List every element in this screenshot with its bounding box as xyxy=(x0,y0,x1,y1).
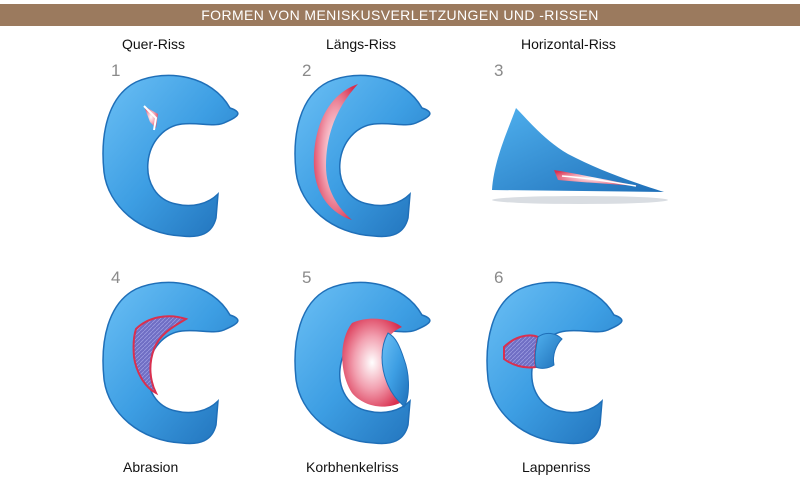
panel-2-number: 2 xyxy=(302,61,312,80)
meniscus-longitudinal-tear-figure xyxy=(294,74,431,238)
panel-6-number: 6 xyxy=(494,268,504,287)
panel-1-number: 1 xyxy=(111,61,121,80)
panel-4-label: Abrasion xyxy=(123,459,179,475)
shadow xyxy=(492,196,668,204)
tear-mark xyxy=(554,170,638,186)
torn-flap xyxy=(534,332,563,369)
panel-6-label: Lappenriss xyxy=(522,459,591,475)
panel-5-number: 5 xyxy=(302,268,312,287)
meniscus-flap-tear-figure xyxy=(486,281,623,445)
meniscus-abrasion-figure xyxy=(102,281,239,445)
tear-line xyxy=(143,105,158,131)
meniscus-bucket-handle-tear-figure xyxy=(294,281,431,445)
wedge-shape xyxy=(492,108,664,192)
panel-1-label: Quer-Riss xyxy=(122,36,186,52)
tear-line xyxy=(561,175,637,187)
panel-3-label: Horizontal-Riss xyxy=(521,36,616,52)
panel-2-label: Längs-Riss xyxy=(326,36,397,52)
meniscus-horizontal-tear-figure xyxy=(492,108,668,204)
meniscus-shape xyxy=(102,74,239,238)
meniscus-shape xyxy=(102,281,239,445)
tear-mark xyxy=(313,84,358,220)
panel-3-number: 3 xyxy=(494,61,504,80)
torn-fragment xyxy=(381,332,409,409)
panel-5-label: Korbhenkelriss xyxy=(306,459,399,475)
meniscus-transverse-tear-figure xyxy=(102,74,239,238)
page-title: FORMEN VON MENISKUSVERLETZUNGEN UND -RIS… xyxy=(201,7,599,23)
tear-mark xyxy=(342,318,402,407)
title-bar: FORMEN VON MENISKUSVERLETZUNGEN UND -RIS… xyxy=(0,4,800,26)
panel-4-number: 4 xyxy=(111,268,121,287)
meniscus-shape xyxy=(486,281,623,445)
abrasion-area xyxy=(132,315,189,396)
